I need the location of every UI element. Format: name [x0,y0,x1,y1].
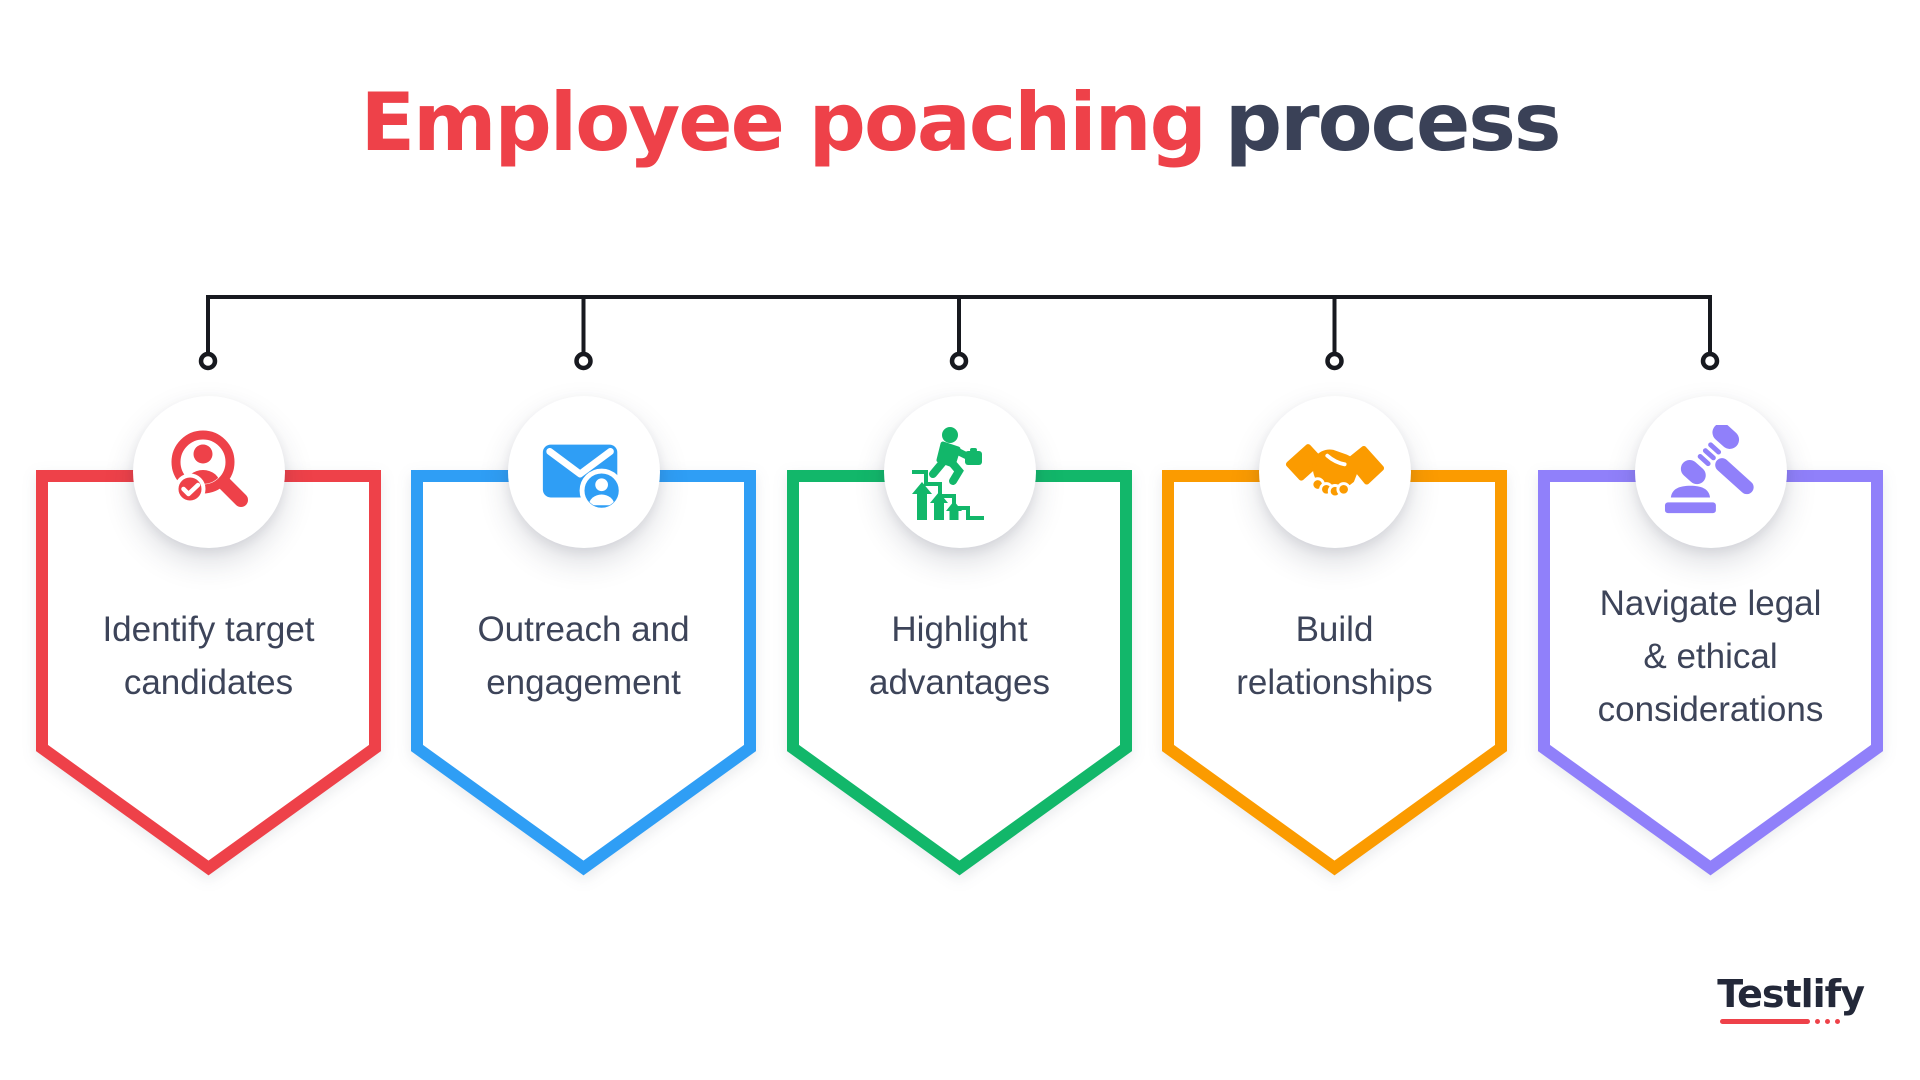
connector-node [1325,351,1344,371]
pennant-shape [411,470,756,876]
step-icon-badge [507,396,660,548]
step-label-line: & ethical [1643,636,1778,676]
candidate-search-icon [171,430,248,507]
logo-dot [1825,1019,1831,1024]
pennant-shape [1162,470,1507,876]
page-title-highlight: Employee poaching [360,76,1207,169]
step-card-outreach-engagement: Outreach and engagement [411,396,756,882]
step-label-line: engagement [486,663,681,702]
step-label-line: candidates [123,663,294,702]
testlify-logo-underline [1717,1019,1864,1024]
step-label-line: Build [1295,610,1374,649]
step-icon-badge [1634,396,1787,548]
step-label-line: relationships [1236,663,1433,702]
logo-dot [1815,1019,1821,1024]
step-label-line: Highlight [891,610,1028,649]
step-label-line: Navigate legal [1599,583,1822,623]
connector-lines [198,295,1720,371]
step-card-build-relationships: Build relationships [1162,396,1507,882]
step-label-line: considerations [1597,689,1824,729]
step-card-highlight-advantages: Highlight advantages [787,396,1132,882]
connector-node [574,351,593,371]
pennant-shape [1538,470,1883,876]
handshake-icon [1285,444,1384,499]
step-card-identify-target-candidates: Identify target candidates [36,396,381,882]
connector-node [198,351,218,371]
pennant-shape [36,470,381,876]
step-icon-badge [883,396,1036,548]
page-title-rest: process [1224,76,1562,169]
step-label-line: Identify target [102,610,315,649]
logo-underline-bar [1720,1019,1811,1024]
step-label: Outreach and engagement [421,524,746,788]
step-icon-badge [132,396,285,548]
mail-contact-icon [542,444,624,513]
step-label: Identify target candidates [46,524,371,788]
step-label: Highlight advantages [797,524,1122,788]
connector-node [1700,351,1720,371]
step-label: Navigate legal & ethical considerations [1548,524,1873,788]
step-card-legal-ethical: Navigate legal & ethical considerations [1538,396,1883,882]
logo-dot [1835,1019,1841,1024]
testlify-logo-text: Testlify [1717,972,1865,1016]
step-label-line: advantages [869,663,1050,702]
step-icon-badge [1258,396,1411,548]
step-label: Build relationships [1172,524,1497,788]
step-label-line: Outreach and [477,610,690,649]
pennant-shape [787,470,1132,876]
career-growth-icon [911,427,984,520]
gavel-icon [1664,425,1754,514]
connector-node [949,351,969,371]
testlify-logo: Testlify [1717,972,1865,1024]
